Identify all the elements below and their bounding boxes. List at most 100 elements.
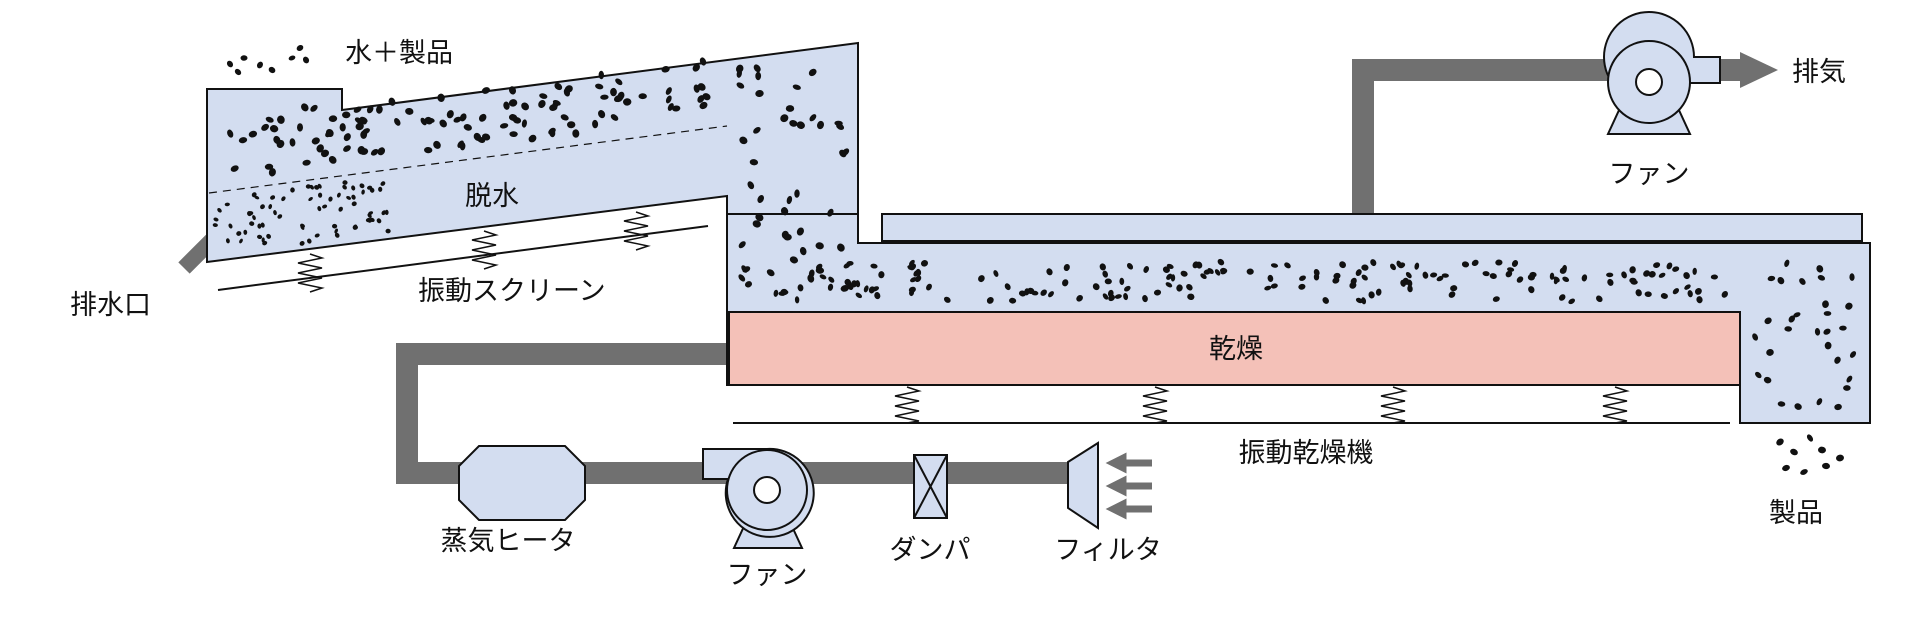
particle xyxy=(1793,312,1801,318)
particle xyxy=(225,238,230,244)
particle xyxy=(554,82,563,91)
particle xyxy=(1784,259,1790,267)
particle xyxy=(1767,275,1776,282)
particle xyxy=(755,89,764,98)
particle xyxy=(1777,401,1786,407)
particle xyxy=(342,180,348,185)
particle xyxy=(819,274,827,280)
particle xyxy=(1368,291,1375,299)
particle xyxy=(1527,274,1535,281)
particle xyxy=(1843,385,1851,391)
steam-heater xyxy=(458,445,586,521)
particle xyxy=(1102,270,1109,278)
particle xyxy=(276,139,285,149)
particle xyxy=(600,94,609,100)
particle xyxy=(1104,278,1112,285)
particle xyxy=(910,277,917,283)
particle xyxy=(380,181,386,186)
particle xyxy=(807,274,815,283)
particle xyxy=(1823,328,1831,335)
particle xyxy=(549,128,556,138)
drying-label: 乾燥 xyxy=(1209,334,1263,365)
particle xyxy=(309,184,314,190)
particle xyxy=(1166,263,1174,269)
particle xyxy=(240,55,248,61)
particle xyxy=(592,119,599,129)
particle xyxy=(334,228,339,234)
particle xyxy=(1398,262,1406,269)
particle xyxy=(735,64,744,73)
particle xyxy=(773,289,779,297)
particle xyxy=(753,126,761,134)
particle xyxy=(1790,448,1798,456)
particle xyxy=(1402,277,1410,285)
particle xyxy=(226,60,234,68)
particle xyxy=(738,241,746,249)
particle xyxy=(1355,297,1363,304)
particle xyxy=(1407,285,1413,293)
particle xyxy=(1062,279,1069,287)
particle xyxy=(338,206,343,212)
particle xyxy=(672,105,681,112)
particle xyxy=(254,195,260,200)
particle xyxy=(481,87,490,94)
particle xyxy=(270,195,276,200)
particle xyxy=(913,270,920,277)
particle xyxy=(1361,274,1368,281)
damper xyxy=(913,454,948,519)
particle xyxy=(1422,271,1429,279)
particle xyxy=(1436,275,1444,282)
particle xyxy=(521,119,527,128)
particle xyxy=(615,95,624,103)
damper-label: ダンパ xyxy=(890,535,971,566)
particle xyxy=(290,187,295,193)
particle xyxy=(359,183,365,189)
particle xyxy=(1124,285,1131,292)
particle xyxy=(1220,267,1228,274)
particle xyxy=(1687,290,1693,298)
particle xyxy=(1528,286,1535,294)
particle xyxy=(1482,271,1490,277)
particle xyxy=(299,241,305,246)
particle xyxy=(351,185,356,191)
drain-label: 排水口 xyxy=(70,290,151,321)
particle xyxy=(844,278,852,286)
particle xyxy=(446,110,454,119)
particle xyxy=(920,260,929,267)
particle xyxy=(1658,272,1666,278)
particle xyxy=(1824,341,1832,350)
particle xyxy=(1448,291,1456,298)
particle xyxy=(1653,262,1661,268)
particle xyxy=(1246,268,1254,275)
particle xyxy=(863,285,869,293)
particle xyxy=(342,111,351,119)
particle xyxy=(1299,275,1306,281)
particle xyxy=(1692,267,1697,275)
particle xyxy=(289,138,296,147)
particle xyxy=(388,97,396,106)
particle xyxy=(1119,277,1125,285)
screen-springs xyxy=(297,211,651,293)
particle xyxy=(1629,266,1636,274)
particle xyxy=(1763,376,1772,384)
particle xyxy=(1836,454,1844,462)
particle xyxy=(538,99,546,109)
particle xyxy=(332,223,338,229)
particle xyxy=(325,130,333,138)
particle xyxy=(499,123,509,129)
particle xyxy=(328,196,333,202)
particle xyxy=(355,122,364,131)
particle xyxy=(1123,293,1129,301)
particle xyxy=(273,210,277,216)
particle xyxy=(797,284,804,292)
particle xyxy=(224,202,230,207)
particle xyxy=(230,165,239,172)
particle xyxy=(560,114,569,121)
particle xyxy=(842,148,850,156)
particle xyxy=(1849,351,1857,358)
particle xyxy=(1814,328,1821,336)
particle xyxy=(351,194,356,200)
particle xyxy=(1040,289,1047,296)
particle xyxy=(376,105,383,114)
particle xyxy=(766,269,775,277)
